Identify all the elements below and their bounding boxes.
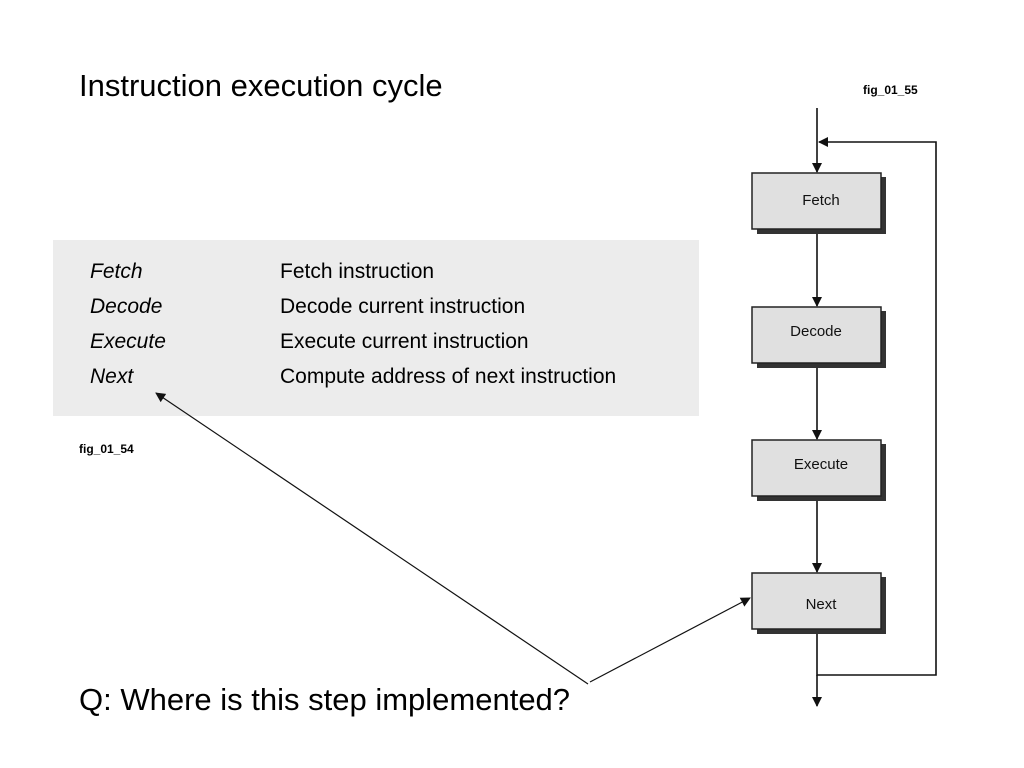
flow-step-next: Next bbox=[751, 572, 886, 634]
figure-label-flowchart: fig_01_55 bbox=[863, 83, 918, 97]
table-term: Execute bbox=[90, 330, 166, 353]
table-row: Execute Execute current instruction bbox=[53, 330, 699, 365]
flow-step-label: Decode bbox=[790, 323, 842, 340]
table-row: Decode Decode current instruction bbox=[53, 295, 699, 330]
flow-box bbox=[751, 306, 882, 364]
table-term: Fetch bbox=[90, 260, 143, 283]
question-text: Q: Where is this step implemented? bbox=[79, 682, 571, 717]
flow-box bbox=[751, 572, 882, 630]
table-term: Decode bbox=[90, 295, 163, 318]
figure-label-table: fig_01_54 bbox=[79, 442, 134, 456]
table-description: Compute address of next instruction bbox=[280, 365, 617, 388]
flow-step-label: Next bbox=[806, 596, 838, 613]
flow-step-fetch: Fetch bbox=[751, 172, 886, 234]
table-row: Next Compute address of next instruction bbox=[53, 365, 699, 400]
annotation-arrow-to-next bbox=[589, 597, 751, 683]
annotation-arrow-to-table bbox=[155, 392, 589, 685]
flow-box bbox=[751, 172, 882, 230]
table-row: Fetch Fetch instruction bbox=[53, 260, 699, 295]
flow-step-execute: Execute bbox=[751, 439, 886, 501]
loop-back-arrow bbox=[816, 137, 937, 676]
table-term: Next bbox=[90, 365, 134, 388]
slide-title: Instruction execution cycle bbox=[79, 68, 443, 103]
table-description: Execute current instruction bbox=[280, 330, 529, 353]
flow-box bbox=[751, 439, 882, 497]
flow-step-decode: Decode bbox=[751, 306, 886, 368]
instruction-cycle-table: Fetch Fetch instruction Decode Decode cu… bbox=[53, 240, 699, 416]
table-description: Fetch instruction bbox=[280, 260, 435, 283]
flow-step-label: Fetch bbox=[802, 192, 840, 209]
table-description: Decode current instruction bbox=[280, 295, 526, 318]
flow-step-label: Execute bbox=[794, 456, 848, 473]
